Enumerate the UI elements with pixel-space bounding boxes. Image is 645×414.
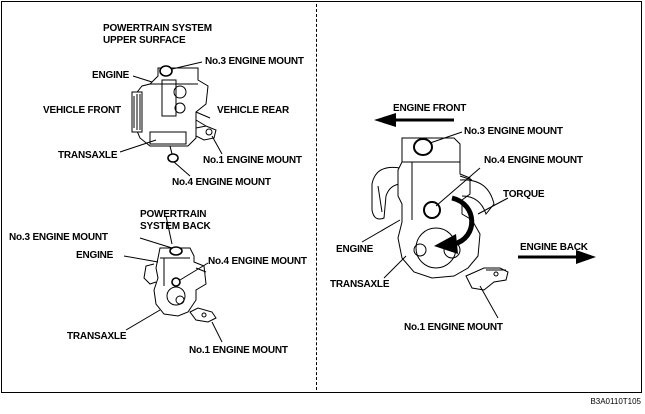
torque-arrow <box>434 195 475 254</box>
label-transaxle-back: TRANSAXLE <box>67 331 127 342</box>
upper-surface-title-line2: UPPER SURFACE <box>103 35 186 46</box>
label-no1-mount-back: No.1 ENGINE MOUNT <box>189 345 288 356</box>
label-vehicle-front: VEHICLE FRONT <box>43 105 121 116</box>
system-back-title-line1: POWERTRAIN <box>140 209 207 220</box>
label-vehicle-rear: VEHICLE REAR <box>217 105 290 116</box>
label-no3-mount-main: No.3 ENGINE MOUNT <box>464 126 563 137</box>
label-no1-mount-top: No.1 ENGINE MOUNT <box>203 155 302 166</box>
system-back-powertrain-drawing <box>123 215 223 343</box>
label-no3-mount-top: No.3 ENGINE MOUNT <box>205 56 304 67</box>
upper-surface-powertrain-drawing <box>119 61 223 177</box>
label-engine-top: ENGINE <box>92 70 130 81</box>
label-no1-mount-main: No.1 ENGINE MOUNT <box>404 322 503 333</box>
engine-front-arrow <box>374 113 454 127</box>
diagram-frame <box>1 1 642 393</box>
engine-back-arrow <box>518 250 596 264</box>
label-no4-mount-main: No.4 ENGINE MOUNT <box>484 155 583 166</box>
upper-surface-title-line1: POWERTRAIN SYSTEM <box>103 23 212 34</box>
label-no4-mount-top: No.4 ENGINE MOUNT <box>172 177 271 188</box>
label-transaxle-main: TRANSAXLE <box>330 279 390 290</box>
label-torque: TORQUE <box>503 189 545 200</box>
system-back-title-line2: SYSTEM BACK <box>140 221 211 232</box>
label-engine-main: ENGINE <box>336 244 374 255</box>
panel-divider <box>316 4 317 390</box>
label-engine-back-direction: ENGINE BACK <box>520 242 588 253</box>
label-transaxle-top: TRANSAXLE <box>58 150 118 161</box>
figure-code: B3A0110T105 <box>590 397 641 406</box>
label-engine-front: ENGINE FRONT <box>393 103 467 114</box>
label-no3-mount-back: No.3 ENGINE MOUNT <box>9 232 108 243</box>
label-engine-back: ENGINE <box>76 250 114 261</box>
label-no4-mount-back: No.4 ENGINE MOUNT <box>208 256 307 267</box>
